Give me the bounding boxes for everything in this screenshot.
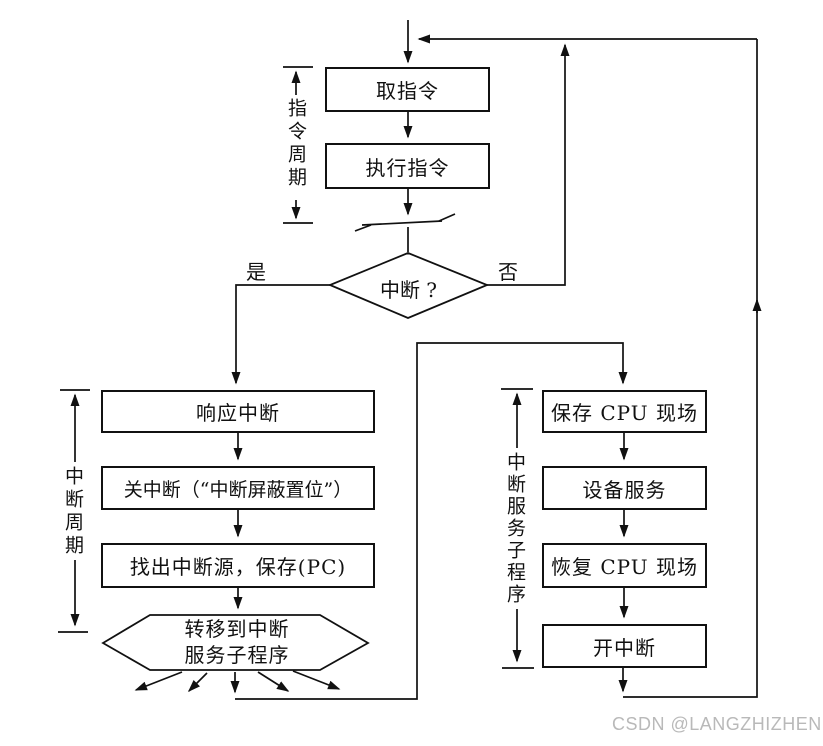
label-interrupt-cycle: 中断周期: [62, 466, 84, 558]
label-instruction-cycle: 指令周期: [285, 98, 307, 190]
csdn-watermark: CSDN @LANGZHIZHEN: [612, 714, 822, 734]
node-fetch-instruction: 取指令: [325, 67, 490, 112]
line-right-return: [623, 39, 758, 698]
decision-label: 中断 ?: [379, 278, 438, 302]
arrow-fan-5: [292, 670, 341, 690]
arrow-fan-1: [134, 671, 183, 691]
branch-label-yes: 是: [246, 260, 266, 284]
node-disable-interrupt: 关中断（“中断屏蔽置位”）: [101, 466, 375, 510]
break-mark-main: [361, 220, 443, 226]
node-device-service: 设备服务: [542, 466, 707, 510]
jump-label-line2: 服务子程序: [184, 643, 290, 667]
arrow-fan-2: [187, 672, 208, 693]
decision-diamond-shape: [327, 252, 490, 319]
node-execute-instruction: 执行指令: [325, 143, 490, 189]
node-respond-interrupt: 响应中断: [101, 390, 375, 433]
break-mark-left: [354, 224, 372, 232]
node-restore-cpu-context: 恢复 CPU 现场: [542, 543, 707, 588]
node-find-interrupt-source: 找出中断源，保存(PC): [101, 543, 375, 588]
label-interrupt-service-routine: 中断服务子程序: [504, 452, 526, 606]
jump-hexagon-shape: [101, 614, 370, 671]
node-enable-interrupt: 开中断: [542, 624, 707, 668]
arrow-yes-branch: [231, 284, 330, 385]
arrow-no-branch: [487, 43, 570, 286]
branch-label-no: 否: [498, 260, 518, 284]
arrow-fan-4: [257, 671, 290, 692]
jump-label-line1: 转移到中断: [184, 617, 290, 641]
node-jump-service-routine: 转移到中断 服务子程序: [137, 616, 337, 668]
arrow-jump-to-save-cpu: [235, 342, 628, 700]
break-mark-right: [438, 213, 456, 222]
node-save-cpu-context: 保存 CPU 现场: [542, 390, 707, 433]
